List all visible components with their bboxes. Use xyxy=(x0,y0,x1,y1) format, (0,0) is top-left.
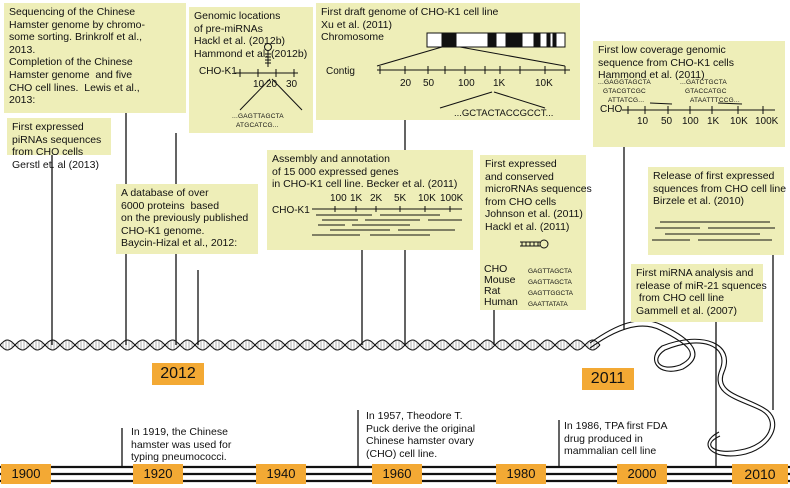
timeline-year-1900: 1900 xyxy=(1,464,51,484)
tick-label: 100 xyxy=(330,193,347,204)
tick-label: 100 xyxy=(458,78,475,89)
tick-label: 1K xyxy=(350,193,363,204)
timeline-year-1980: 1980 xyxy=(496,464,546,484)
timeline-year-1920: 1920 xyxy=(133,464,183,484)
timeline-year-2000: 2000 xyxy=(617,464,667,484)
sequence-text: GTACCATGC xyxy=(685,88,727,95)
tick-label: 100K xyxy=(440,193,464,204)
sequence-text: GTACGTCGC xyxy=(603,88,646,95)
sequence-text: ...GATCTGCTA xyxy=(680,79,727,86)
cho-k1-label: CHO-K1 xyxy=(272,205,310,216)
timeline-year-1960: 1960 xyxy=(372,464,422,484)
tick-label: 20 xyxy=(400,78,412,89)
sequence-text: ...GCTACTACCGCCT... xyxy=(454,108,554,119)
dna-helix-loop xyxy=(589,320,776,457)
sequence-text: ATTATCG... xyxy=(608,97,645,104)
tick-label: 50 xyxy=(661,116,673,127)
sequence-text: ATAATTTCCG... xyxy=(690,97,740,104)
tick-label: 1K xyxy=(493,78,506,89)
tick-label: 100 xyxy=(682,116,699,127)
year-2012-label: 2012 xyxy=(152,363,204,385)
tick-label: 50 xyxy=(423,78,435,89)
tick-label: 10K xyxy=(535,78,553,89)
tick-label: 2K xyxy=(370,193,383,204)
cho-label: CHO xyxy=(600,104,623,115)
dna-helix xyxy=(0,339,601,351)
tick-label: 30 xyxy=(286,79,298,90)
contig-label: Contig xyxy=(326,66,355,77)
tick-label: 10K xyxy=(418,193,436,204)
note-1957: In 1957, Theodore T.Puck derive the orig… xyxy=(366,410,476,460)
timeline-year-1940: 1940 xyxy=(256,464,306,484)
tick-label: 100K xyxy=(755,116,779,127)
cho-k1-label: CHO-K1 xyxy=(199,66,237,77)
sequence-text: ATGCATCG... xyxy=(236,122,279,129)
year-2011-label: 2011 xyxy=(582,368,634,390)
tick-label: 10K xyxy=(730,116,748,127)
tick-label: 10 xyxy=(253,79,265,90)
sequence-text: ...GAGGTAGCTA xyxy=(598,79,651,86)
sequence-text: ...GAGTTAGCTA xyxy=(232,113,284,120)
year-2010-label: 2010 xyxy=(732,464,788,484)
tick-label: 20 xyxy=(266,79,278,90)
tick-label: 1K xyxy=(707,116,720,127)
tick-label: 5K xyxy=(394,193,407,204)
tick-label: 10 xyxy=(637,116,649,127)
